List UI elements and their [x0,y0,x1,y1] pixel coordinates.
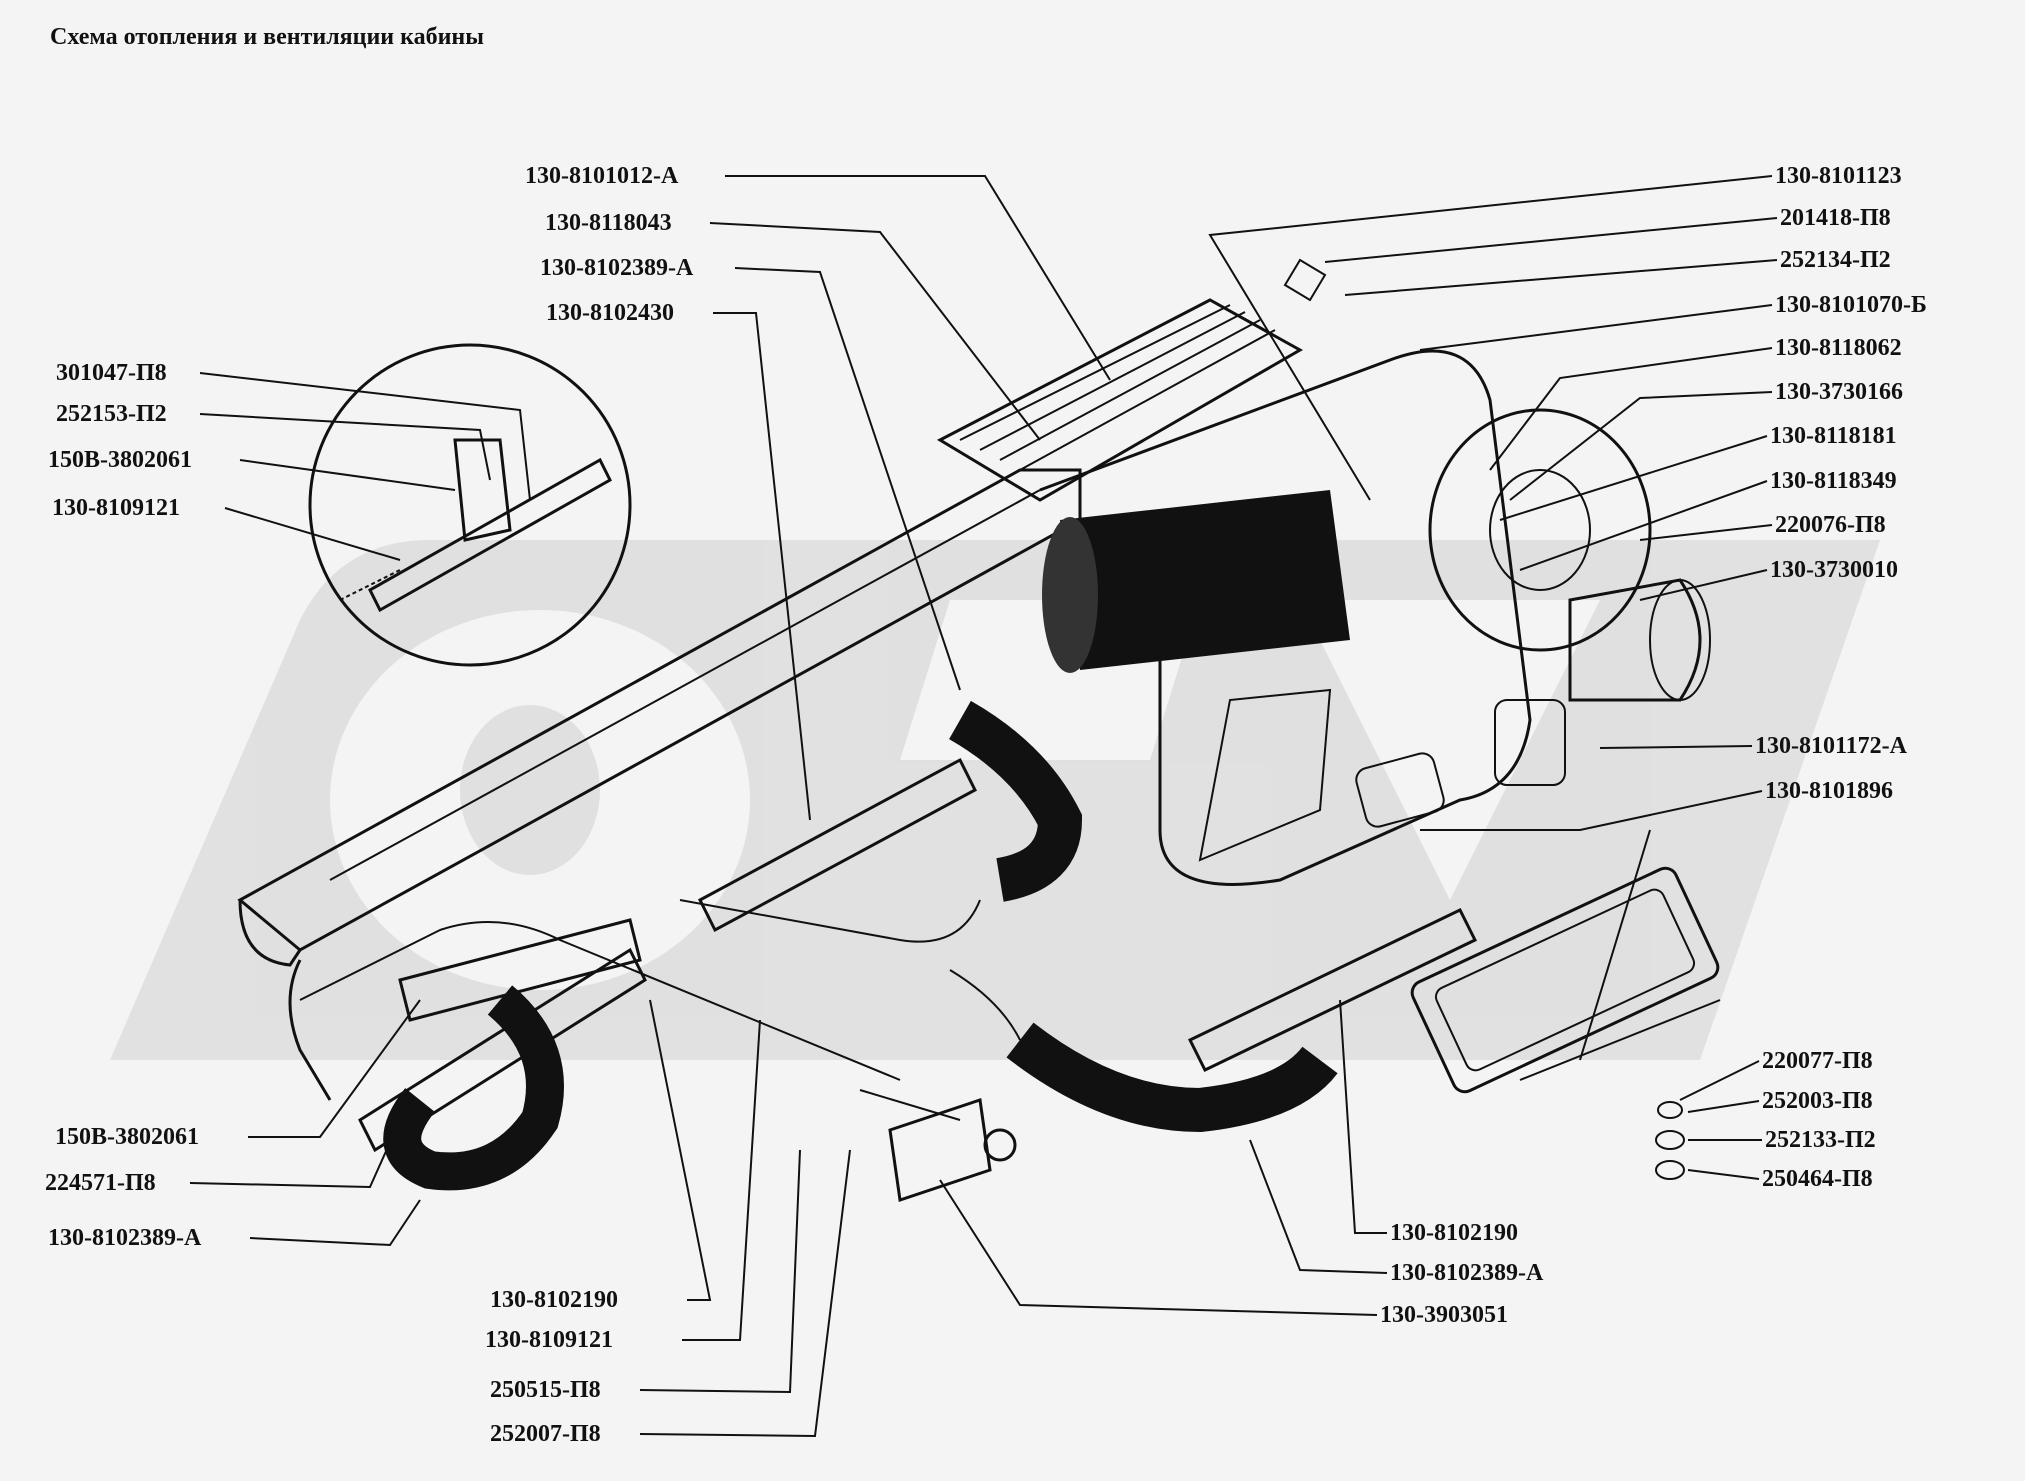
label-150v-3802061-bottom: 150В-3802061 [55,1124,199,1150]
label-252153-p2: 252153-П2 [56,401,167,427]
right-duct-assembly [949,908,1478,1133]
leader-line [639,1149,851,1438]
leader-line [1489,347,1773,471]
label-130-3730166: 130-3730166 [1775,379,1903,405]
label-250515-p8: 250515-П8 [490,1377,601,1403]
leader-line [1324,217,1778,263]
leader-line [189,1119,401,1189]
leader-line [224,507,401,561]
label-130-8102190-right: 130-8102190 [1390,1220,1518,1246]
label-130-8109121-bottom: 130-8109121 [485,1327,613,1353]
label-220077-p8: 220077-П8 [1762,1048,1873,1074]
label-130-8102389-a-left: 130-8102389-А [48,1225,202,1251]
label-250464-p8: 250464-П8 [1762,1166,1873,1192]
leader-line [248,999,421,1138]
label-130-8102389-a-right: 130-8102389-А [1390,1260,1544,1286]
leader-line [239,459,456,491]
label-150v-3802061-top: 150В-3802061 [48,447,192,473]
leader-line [1687,1100,1760,1113]
leader-line [649,999,712,1301]
leader-line [1208,175,1773,501]
leader-line [639,1149,801,1394]
label-130-8102190-left: 130-8102190 [490,1287,618,1313]
label-252134-p2: 252134-П2 [1780,247,1891,273]
leader-line [682,1019,761,1341]
leader-line [939,1179,1378,1316]
leader-line [1519,480,1768,571]
callout-labels: 130-8101012-А 130-8118043 130-8102389-А … [45,163,1927,1447]
leader-line [249,1199,421,1247]
label-220076-p8: 220076-П8 [1775,512,1886,538]
leader-line [1339,999,1387,1234]
label-224571-p8: 224571-П8 [45,1170,156,1196]
detail-inset-circle [308,343,632,667]
label-301047-p8: 301047-П8 [56,360,167,386]
hardware-stack-right [1283,258,1685,1180]
label-252133-p2: 252133-П2 [1765,1127,1876,1153]
leader-line [199,413,491,481]
label-201418-p8: 201418-П8 [1780,205,1891,231]
label-130-8101070-b: 130-8101070-Б [1775,292,1927,318]
label-130-8118062: 130-8118062 [1775,335,1902,361]
leader-line [1420,790,1763,1061]
leader-line [1687,1169,1760,1180]
leader-line [1499,435,1768,521]
leader-line [1639,524,1773,541]
leader-line [709,222,1041,441]
heater-housing [237,349,1566,967]
label-252007-p8: 252007-П8 [490,1421,601,1447]
label-130-8101896: 130-8101896 [1765,778,1893,804]
label-130-8109121-top: 130-8109121 [52,495,180,521]
leader-line [1679,1060,1760,1101]
leader-line [1509,391,1773,501]
leader-line [1249,1139,1388,1274]
label-130-8118181: 130-8118181 [1770,423,1897,449]
leader-line [1639,569,1768,601]
control-bracket [859,1089,1017,1202]
label-130-3730010: 130-3730010 [1770,557,1898,583]
filter-frame [1410,866,1721,1094]
label-252003-p8: 252003-П8 [1762,1088,1873,1114]
diagram-title: Схема отопления и вентиляции кабины [50,24,484,50]
radiator-core [936,298,1304,502]
label-130-8118349: 130-8118349 [1770,468,1897,494]
leader-line [713,312,811,821]
leader-line [199,372,531,501]
watermark-logo [110,540,1880,1060]
leader-line [1344,259,1778,296]
label-130-8102430: 130-8102430 [546,300,674,326]
leader-line [1419,304,1773,351]
label-130-8101123: 130-8101123 [1775,163,1902,189]
label-130-3903051: 130-3903051 [1380,1302,1508,1328]
label-130-8118043: 130-8118043 [545,210,672,236]
leader-line [1599,745,1753,749]
label-130-8101012-a: 130-8101012-А [525,163,679,189]
label-130-8101172-a: 130-8101172-А [1755,733,1908,759]
label-130-8102389-a-top: 130-8102389-А [540,255,694,281]
left-duct-assembly [288,918,901,1191]
leader-line [734,267,961,691]
center-duct-assembly [679,700,1083,943]
leader-line [725,175,1111,381]
air-hose-large [1042,490,1350,673]
